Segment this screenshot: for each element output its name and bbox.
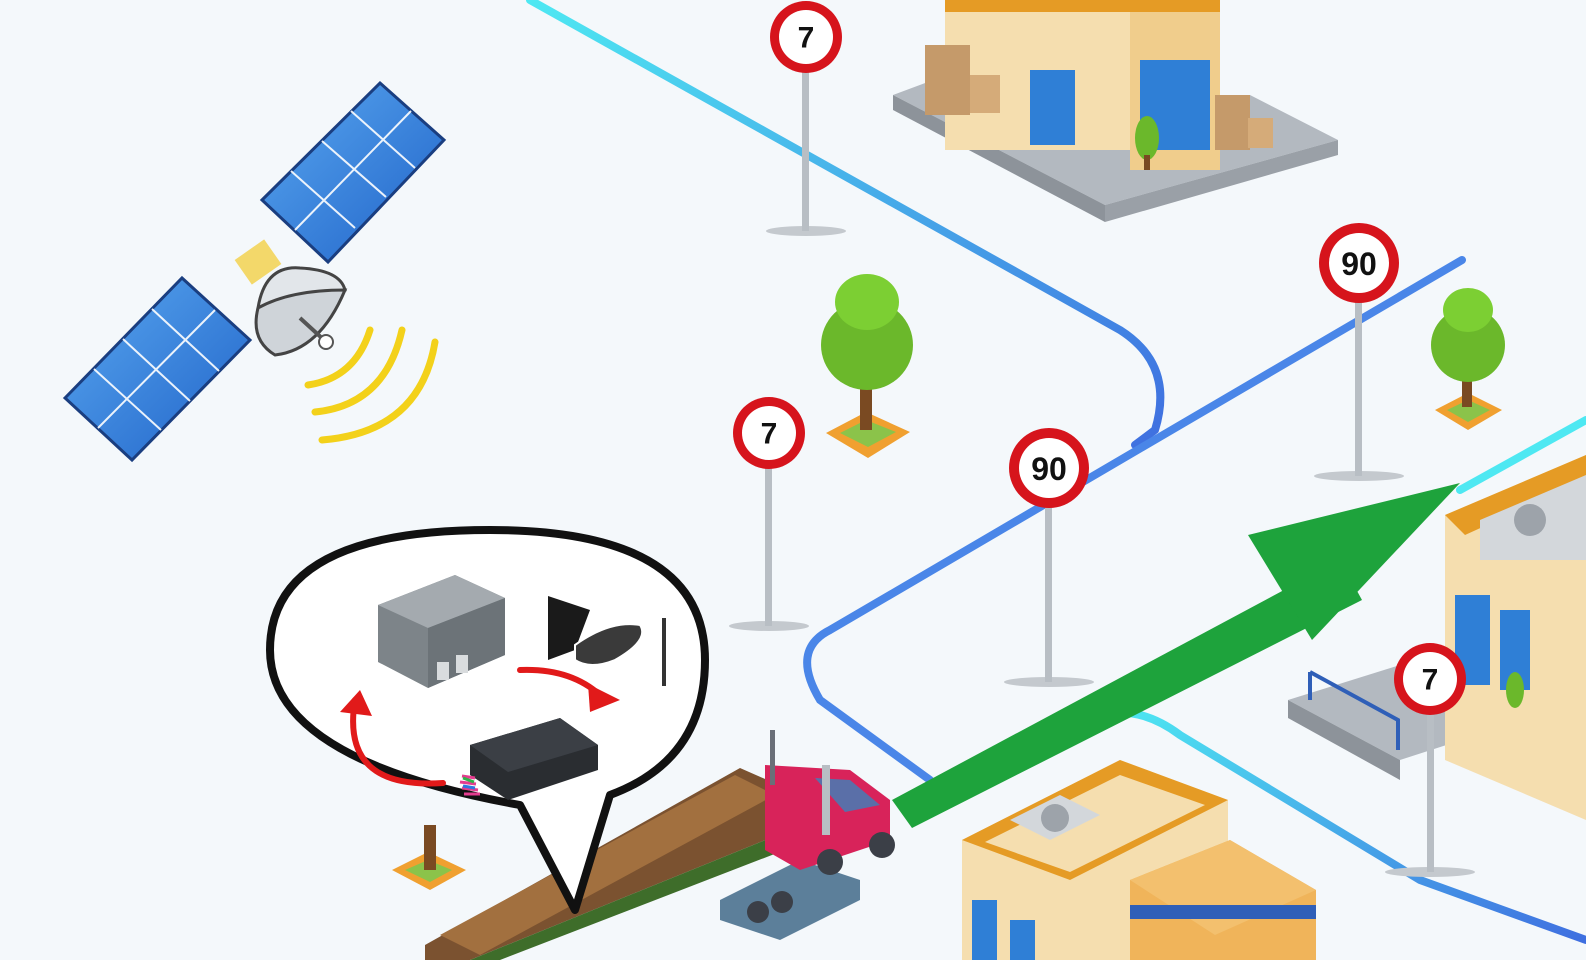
flow-arrow-head xyxy=(588,684,620,712)
building-bottom xyxy=(962,760,1316,960)
wireless-signal-icon xyxy=(304,326,439,444)
gps-tracker-icon xyxy=(459,718,598,800)
route-arrow-shaft xyxy=(892,560,1362,828)
sign-value: 7 xyxy=(1422,664,1439,697)
speed-limit-sign: 7 xyxy=(1385,643,1475,877)
accelerator-pedal-icon xyxy=(548,596,666,686)
sign-value: 7 xyxy=(761,418,778,451)
tree-icon xyxy=(821,274,913,458)
truck-icon xyxy=(425,730,895,960)
speed-limit-sign: 90 xyxy=(1314,223,1404,481)
sign-value: 7 xyxy=(798,22,815,55)
tree-icon xyxy=(1431,288,1505,430)
road-right xyxy=(1456,416,1586,494)
speed-limiter-box-icon xyxy=(378,575,505,688)
speed-limit-sign: 90 xyxy=(1004,428,1094,687)
route-arrow-head xyxy=(1248,483,1460,640)
sign-value: 90 xyxy=(1341,246,1377,282)
building-top xyxy=(893,0,1338,222)
tree-icon xyxy=(392,825,466,890)
speed-limit-sign: 7 xyxy=(729,397,809,631)
sign-value: 90 xyxy=(1031,451,1067,487)
road-diagonal xyxy=(803,256,1466,784)
flow-arrow-head xyxy=(340,690,372,716)
speed-limit-sign: 7 xyxy=(766,1,846,236)
route-arrow xyxy=(892,483,1460,828)
satellite-icon xyxy=(62,80,447,463)
road-upper xyxy=(526,0,1165,449)
